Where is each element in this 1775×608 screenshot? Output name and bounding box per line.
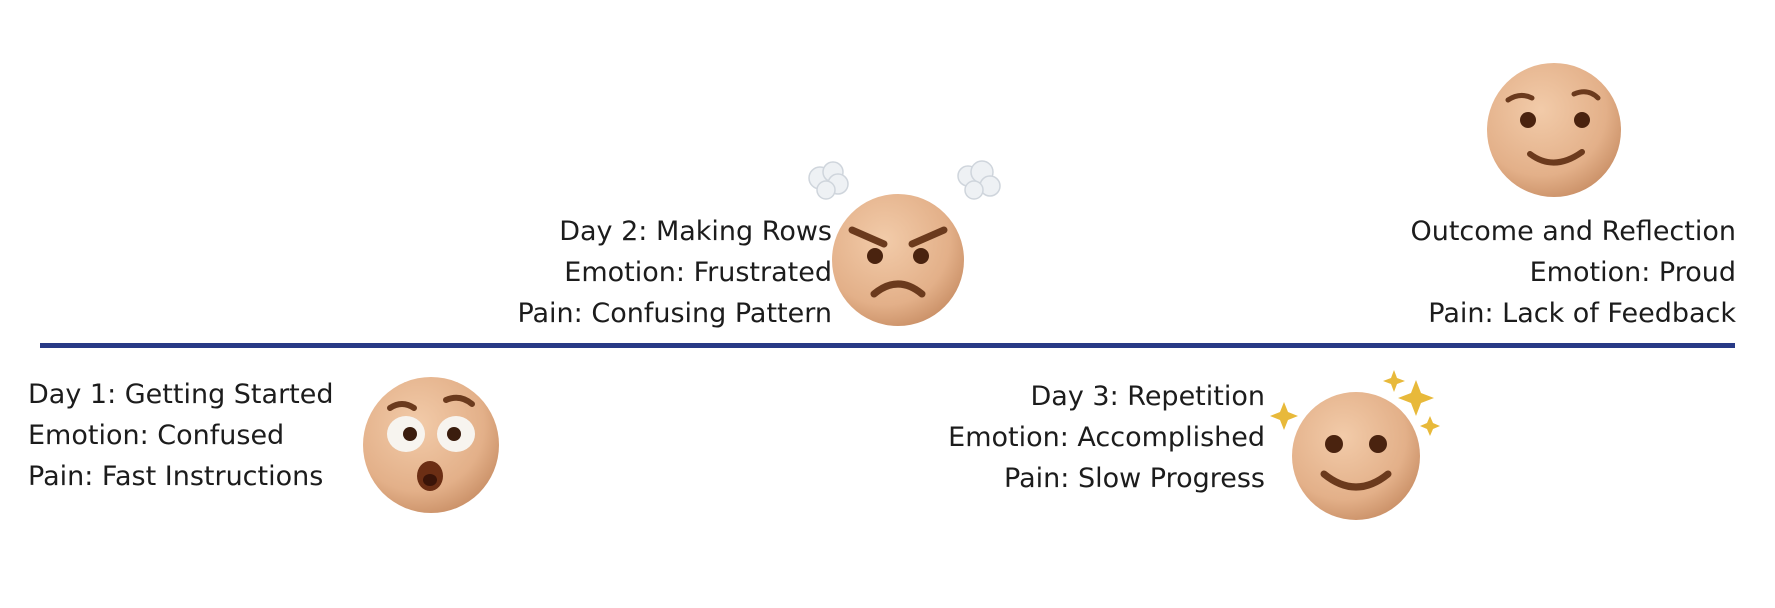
stage-title: Outcome and Reflection xyxy=(1410,216,1736,247)
stage-pain: Pain: Slow Progress xyxy=(1004,463,1265,494)
sparkling-smile-face-icon xyxy=(1270,370,1440,520)
stage-outcome-text: Outcome and Reflection Emotion: Proud Pa… xyxy=(1360,211,1736,334)
stage-emotion: Emotion: Proud xyxy=(1529,257,1736,288)
stage-day3-text: Day 3: Repetition Emotion: Accomplished … xyxy=(895,376,1265,499)
stage-emotion: Emotion: Accomplished xyxy=(948,422,1265,453)
sparkle-icon xyxy=(1270,402,1298,430)
stage-emotion: Emotion: Frustrated xyxy=(564,257,832,288)
surprised-face-icon xyxy=(363,377,499,513)
stage-day2-text: Day 2: Making Rows Emotion: Frustrated P… xyxy=(460,211,832,334)
stage-title: Day 3: Repetition xyxy=(1030,381,1265,412)
stage-pain: Pain: Fast Instructions xyxy=(28,461,324,492)
sparkle-icon xyxy=(1420,416,1440,436)
timeline-line xyxy=(40,343,1735,348)
sparkle-icon xyxy=(1398,380,1434,416)
stage-emotion: Emotion: Confused xyxy=(28,420,285,451)
stage-pain: Pain: Lack of Feedback xyxy=(1428,298,1736,329)
stage-title: Day 2: Making Rows xyxy=(559,216,832,247)
steam-puff-left-icon xyxy=(808,161,849,200)
steam-puff-right-icon xyxy=(957,160,1001,200)
angry-face-icon xyxy=(808,160,1001,326)
stage-day1-text: Day 1: Getting Started Emotion: Confused… xyxy=(28,374,358,497)
stage-pain: Pain: Confusing Pattern xyxy=(517,298,832,329)
sparkle-icon xyxy=(1383,370,1405,392)
stage-title: Day 1: Getting Started xyxy=(28,379,334,410)
content-smile-face-icon xyxy=(1487,63,1621,197)
